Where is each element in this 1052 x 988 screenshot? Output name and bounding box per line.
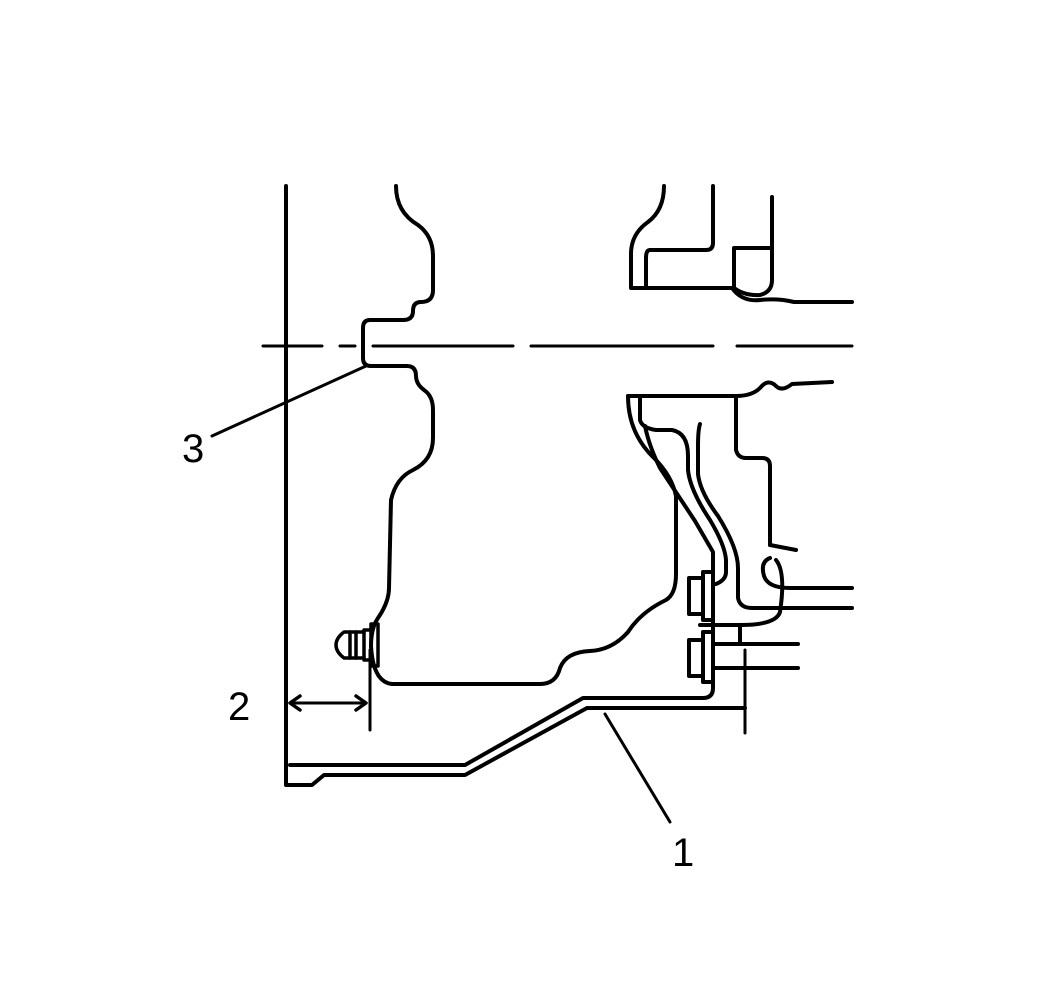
bolts-right	[687, 570, 800, 684]
callout-2: 2	[228, 685, 250, 729]
callout-1: 1	[672, 831, 694, 875]
dimension-line	[288, 648, 747, 735]
leader-line-1	[603, 712, 672, 824]
housing-outline	[284, 184, 747, 787]
leader-line-3	[210, 364, 368, 438]
callout-3: 3	[182, 427, 204, 471]
stud-bolt-left	[334, 622, 380, 668]
lower-right-structure	[626, 380, 854, 627]
leader-lines	[210, 364, 672, 824]
stepped-plate	[288, 424, 715, 767]
casting-body	[361, 184, 678, 686]
upper-right-structure	[629, 184, 854, 304]
